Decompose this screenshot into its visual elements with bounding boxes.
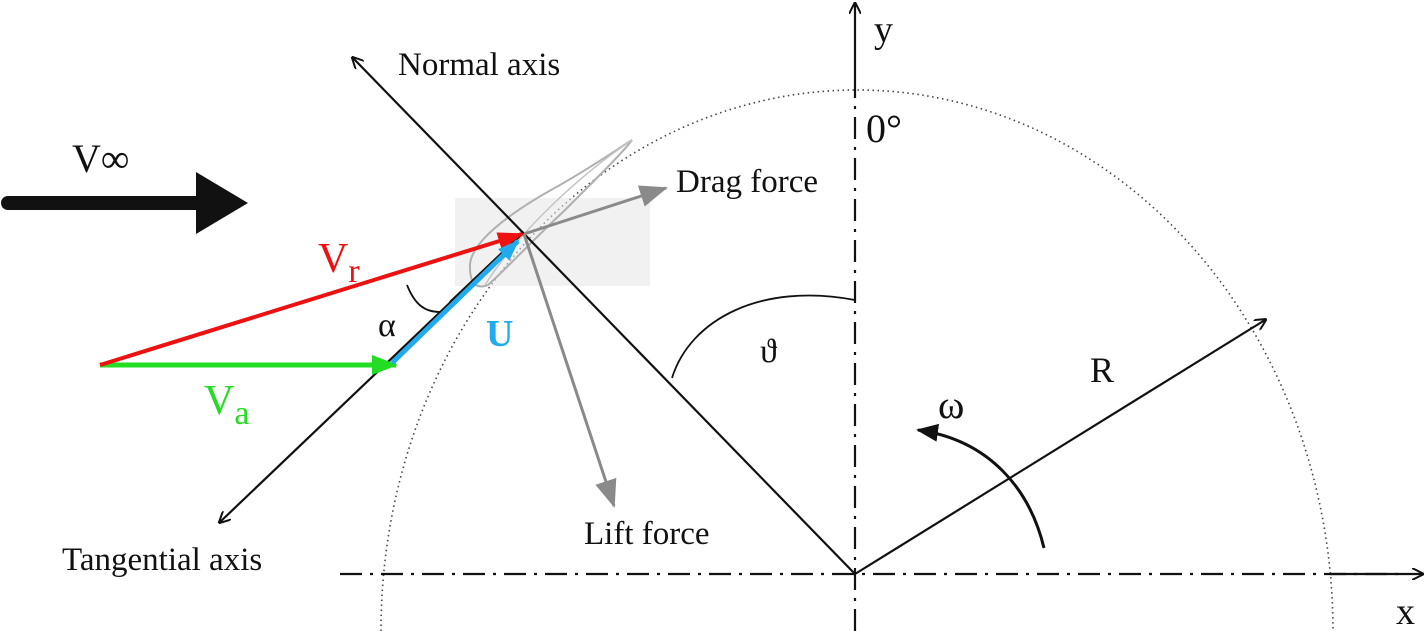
vr-label: Vr xyxy=(318,236,360,290)
tangential-axis-label: Tangential axis xyxy=(62,542,262,578)
vr-vector xyxy=(99,232,524,367)
y-axis-label: y xyxy=(874,9,893,51)
x-axis-label: x xyxy=(1396,591,1415,631)
radius-label: R xyxy=(1090,350,1114,390)
vr-label-main: V xyxy=(318,236,348,282)
rotor-path-circle xyxy=(380,89,1334,631)
drag-force-arrow xyxy=(523,185,668,236)
vr-label-subscript: r xyxy=(348,253,360,290)
normal-axis-label: Normal axis xyxy=(398,47,560,83)
v-inf-label: V∞ xyxy=(72,136,129,181)
airfoil-chord-outline xyxy=(484,139,633,286)
u-label: U xyxy=(486,313,513,355)
normal-axis-line xyxy=(353,58,856,575)
u-vector xyxy=(390,239,520,365)
airfoil-blade xyxy=(468,139,633,288)
omega-label: ω xyxy=(938,382,964,427)
drag-force-label: Drag force xyxy=(676,164,818,200)
theta-label: ϑ xyxy=(760,333,777,370)
va-label-main: V xyxy=(204,378,234,424)
zero-degree-label: 0° xyxy=(866,106,902,151)
va-label: Va xyxy=(204,378,249,432)
alpha-label: α xyxy=(378,307,396,344)
alpha-angle-arc xyxy=(406,284,441,313)
theta-angle-arc xyxy=(671,294,856,379)
omega-rotation-arrow xyxy=(916,423,1046,549)
va-label-subscript: a xyxy=(234,395,249,432)
v-inf-arrowhead xyxy=(196,172,248,234)
radius-arrow xyxy=(854,320,1265,575)
lift-force-arrow xyxy=(522,233,617,508)
lift-force-label: Lift force xyxy=(584,516,710,552)
